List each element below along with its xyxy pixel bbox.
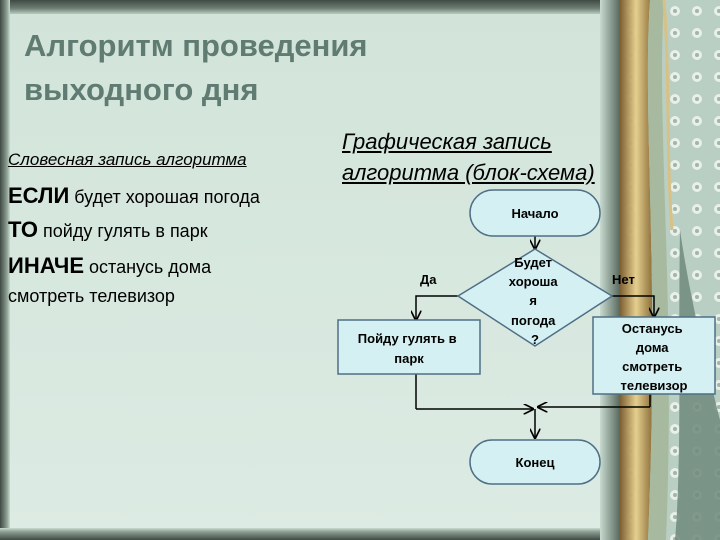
verbal-line-text: смотреть телевизор — [8, 286, 175, 306]
frame-bottom-border — [0, 528, 625, 540]
condition-line: ? — [531, 332, 539, 347]
connector-yes — [416, 295, 458, 320]
start-block — [469, 189, 601, 237]
condition-line: хороша — [509, 274, 559, 289]
graphic-heading: Графическая запись алгоритма (блок-схема… — [342, 126, 595, 188]
yes-action-line: парк — [394, 351, 424, 366]
frame-top-border — [0, 0, 625, 14]
yes-action-line: Пойду гулять в — [358, 331, 457, 346]
verbal-line-text: пойду гулять в парк — [38, 221, 208, 241]
connector-no — [612, 295, 654, 317]
frame-left-border — [0, 0, 10, 540]
no-action-label: Останусь дома смотреть телевизор — [621, 321, 688, 393]
graphic-heading-line-1: Графическая запись — [342, 129, 552, 154]
graphic-heading-line-2: алгоритма (блок-схема) — [342, 160, 595, 185]
no-action-line: Останусь — [622, 321, 683, 336]
condition-line: погода — [511, 313, 556, 328]
yes-action-block — [337, 319, 481, 375]
verbal-line-continuation: смотреть телевизор — [8, 286, 175, 307]
no-action-block — [592, 316, 716, 395]
condition-line: я — [529, 293, 537, 308]
verbal-line-if: ЕСЛИ будет хорошая погода — [8, 183, 260, 209]
verbal-heading: Словесная запись алгоритма — [8, 150, 247, 169]
end-block — [469, 439, 601, 485]
yes-action-label: Пойду гулять в парк — [358, 331, 460, 366]
decorative-curtain — [620, 0, 720, 540]
no-action-line: телевизор — [621, 378, 688, 393]
no-action-line: смотреть — [622, 359, 682, 374]
condition-label: Будет хороша я погода ? — [509, 255, 561, 347]
verbal-line-text: будет хорошая погода — [69, 187, 260, 207]
end-label: Конец — [516, 455, 555, 470]
keyword-then: ТО — [8, 217, 39, 242]
keyword-else: ИНАЧЕ — [8, 253, 85, 278]
no-action-line: дома — [636, 340, 669, 355]
verbal-line-text: останусь дома — [84, 257, 212, 277]
page-title-line-2: выходного дня — [24, 72, 259, 107]
condition-line: Будет — [514, 255, 552, 270]
condition-block — [456, 248, 614, 347]
no-label: Нет — [612, 272, 635, 287]
page-title-line-1: Алгоритм проведения — [24, 28, 368, 63]
verbal-line-then: ТО пойду гулять в парк — [8, 217, 208, 243]
start-label: Начало — [511, 206, 558, 221]
yes-label: Да — [420, 272, 437, 287]
verbal-line-else: ИНАЧЕ останусь дома — [8, 253, 211, 279]
keyword-if: ЕСЛИ — [8, 183, 70, 208]
